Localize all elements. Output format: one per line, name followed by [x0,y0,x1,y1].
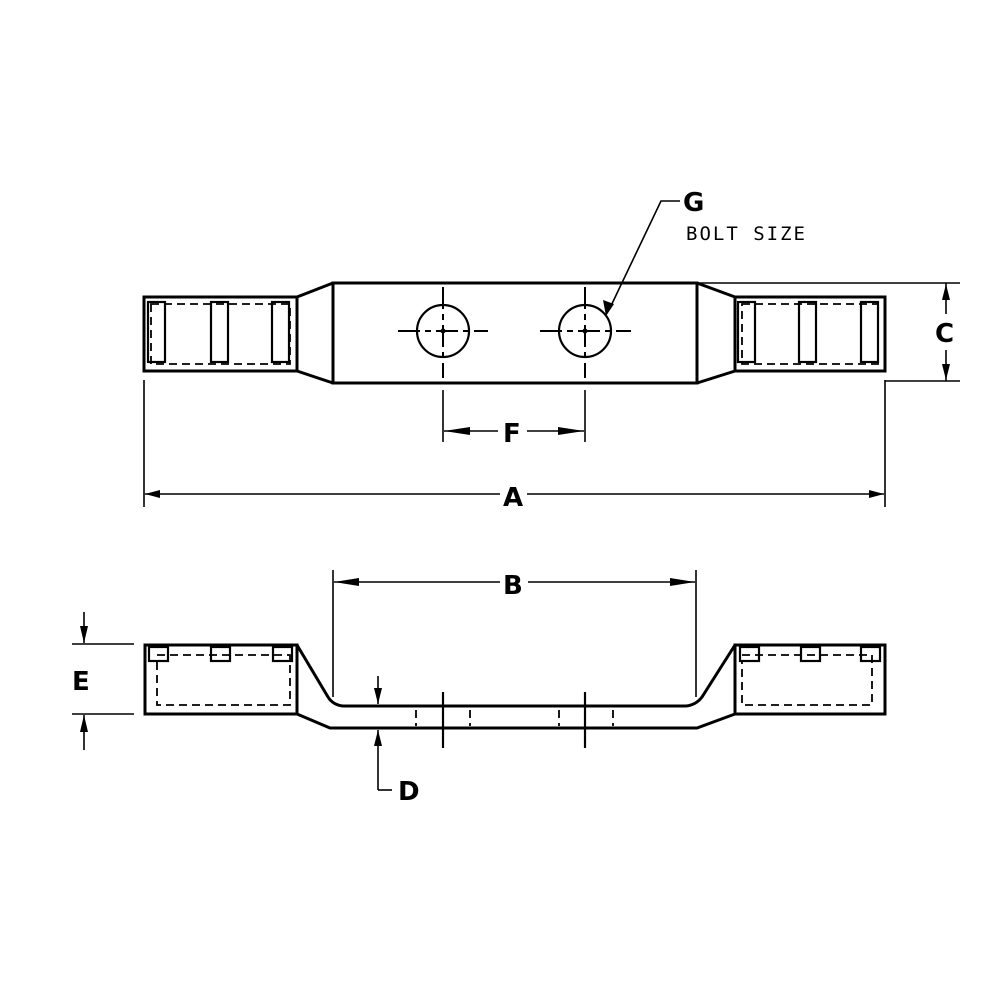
dimension-a: A [143,380,886,513]
label-bolt-size: BOLT SIZE [686,223,807,245]
right-barrel-side [733,643,887,716]
dimension-c: C [697,282,960,382]
label-e: E [72,667,90,697]
g-leader: G BOLT SIZE [603,188,807,316]
bolt-hole-left [398,287,488,378]
left-barrel-side [143,643,299,716]
label-b: B [503,571,523,601]
center-pad-top [331,281,699,385]
dimension-e: E [72,612,134,750]
dimension-d: D [374,676,420,807]
dimension-f: F [442,390,586,449]
label-g: G [683,188,704,218]
label-f: F [503,419,521,449]
hole-hidden-lines [415,692,614,748]
bolt-hole-right [540,287,631,378]
label-c: C [935,319,954,349]
top-view: G BOLT SIZE C F [142,188,960,513]
side-view: B D E [72,570,887,807]
right-barrel-top [733,295,887,373]
dimension-b: B [332,570,697,697]
label-d: D [398,777,420,807]
left-barrel-top [142,295,299,373]
label-a: A [503,483,523,513]
